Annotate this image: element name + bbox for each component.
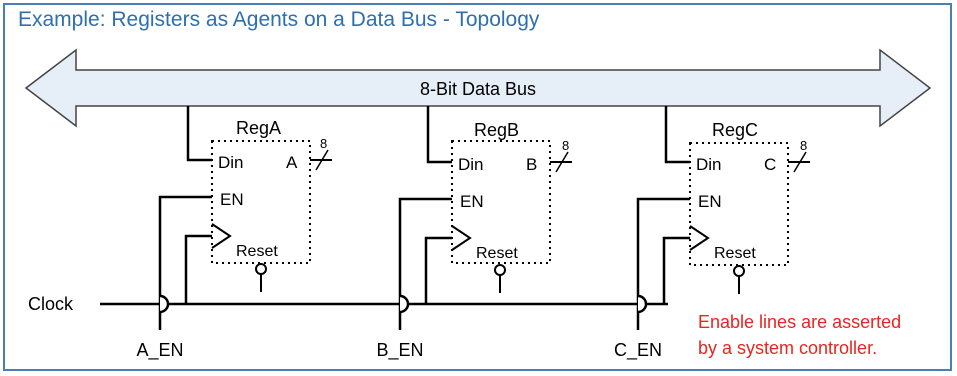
register-c-enable-label: C_EN (614, 340, 662, 361)
register-c-en-crossover (637, 294, 648, 314)
register-a-din-label: Din (218, 153, 244, 172)
register-c-width-label: 8 (800, 138, 807, 153)
register-a-enable-label: A_EN (136, 340, 183, 361)
register-c-en-label: EN (698, 192, 722, 211)
register-c: RegC Din C 8 EN Reset C_EN (614, 106, 810, 361)
register-b-din-label: Din (458, 155, 484, 174)
register-a-box (211, 140, 311, 264)
register-a-clock-triangle (211, 223, 232, 249)
register-a-width-slash (315, 149, 329, 171)
register-b-reset-bubble (494, 264, 506, 276)
register-a-din-wire (186, 106, 212, 162)
note-line-1: Enable lines are asserted (698, 312, 901, 332)
register-b-out-label: B (526, 155, 537, 174)
register-c-din-wire (664, 106, 690, 164)
register-c-width-slash (793, 151, 807, 173)
register-b-width-slash (555, 151, 569, 173)
diagram-title: Example: Registers as Agents on a Data B… (18, 8, 540, 31)
register-c-din-label: Din (696, 155, 722, 174)
clock-label: Clock (28, 294, 74, 314)
register-a-width-label: 8 (320, 136, 327, 151)
register-a-en-label: EN (220, 190, 244, 209)
register-b-din-wire (426, 106, 452, 164)
register-c-clock-triangle (689, 225, 710, 251)
data-bus-label: 8-Bit Data Bus (420, 79, 536, 99)
register-c-clock-wire (662, 236, 690, 304)
register-b-en-label: EN (460, 192, 484, 211)
register-b-name: RegB (474, 120, 519, 140)
register-a-name: RegA (236, 118, 281, 138)
data-bus-arrow (24, 48, 932, 128)
register-a-en-crossover (159, 294, 170, 314)
register-a-en-wire (158, 195, 212, 330)
register-b-enable-label: B_EN (376, 340, 423, 361)
register-b-en-wire (398, 197, 452, 330)
register-a: RegA Din A 8 EN Reset A_EN (136, 106, 332, 361)
register-b: RegB Din B 8 EN Reset B_EN (376, 106, 572, 361)
note-line-2: by a system controller. (698, 338, 877, 358)
register-b-box (451, 140, 551, 264)
register-c-box (689, 142, 789, 266)
register-c-en-wire (636, 197, 690, 330)
register-b-width-label: 8 (562, 138, 569, 153)
register-b-clock-triangle (451, 225, 472, 251)
register-a-clock-wire (184, 234, 212, 304)
register-c-out-label: C (764, 155, 776, 174)
register-c-name: RegC (712, 120, 758, 140)
register-c-reset-bubble (733, 265, 745, 277)
register-b-clock-wire (424, 236, 452, 304)
register-b-reset-label: Reset (476, 245, 518, 262)
register-a-reset-bubble (255, 263, 267, 275)
register-c-reset-label: Reset (714, 245, 756, 262)
register-a-out-label: A (286, 153, 298, 172)
register-b-en-crossover (399, 294, 410, 314)
register-a-reset-label: Reset (236, 243, 278, 260)
